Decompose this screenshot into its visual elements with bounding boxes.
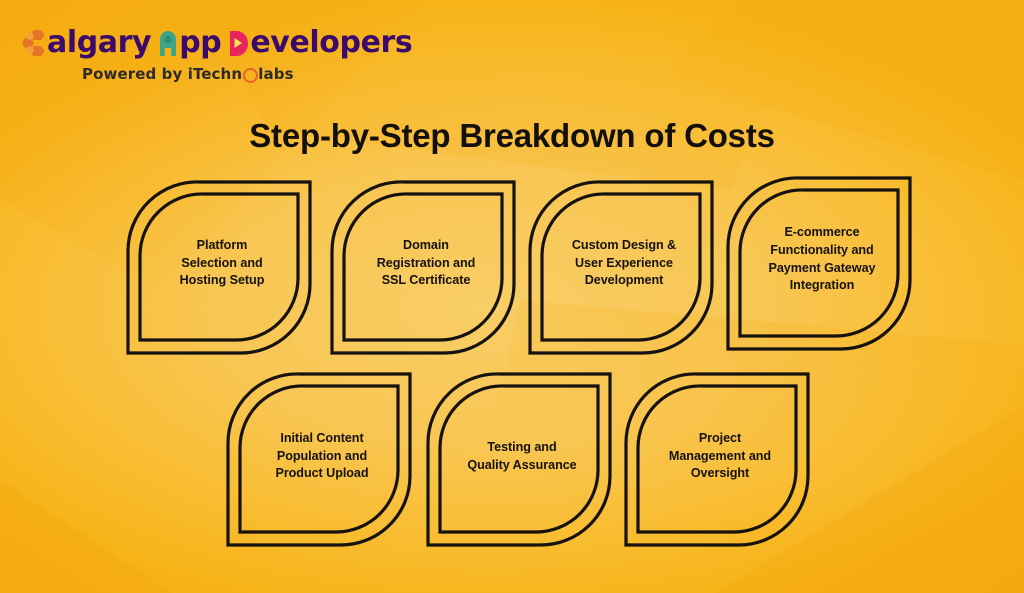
step-card[interactable]: Domain Registration and SSL Certificate <box>330 180 516 355</box>
hexagon-c-icon <box>20 29 46 57</box>
play-d-icon <box>228 30 250 56</box>
step-card[interactable]: Testing and Quality Assurance <box>426 372 612 547</box>
brand-logo: algary pp evelopers Powered by iTechn la… <box>20 25 413 83</box>
logo-wordmark: algary pp evelopers <box>20 25 413 60</box>
step-label: Testing and Quality Assurance <box>467 439 577 472</box>
step-label: Project Management and Oversight <box>668 430 772 481</box>
logo-word-developers: evelopers <box>250 25 413 60</box>
step-card[interactable]: E-commerce Functionality and Payment Gat… <box>726 176 912 351</box>
step-card[interactable]: Platform Selection and Hosting Setup <box>126 180 312 355</box>
step-label: E-commerce Functionality and Payment Gat… <box>768 224 876 293</box>
step-card[interactable]: Project Management and Oversight <box>624 372 810 547</box>
step-label: Custom Design & User Experience Developm… <box>571 237 677 288</box>
green-a-icon <box>157 30 179 56</box>
page-title: Step-by-Step Breakdown of Costs <box>249 117 775 154</box>
step-card[interactable]: Initial Content Population and Product U… <box>226 372 412 547</box>
logo-tagline: Powered by iTechn labs <box>82 65 360 83</box>
step-label: Initial Content Population and Product U… <box>275 430 369 481</box>
step-card[interactable]: Custom Design & User Experience Developm… <box>528 180 714 355</box>
logo-word-app: pp <box>179 25 222 60</box>
logo-word-calgary: algary <box>47 25 152 60</box>
orange-o-icon <box>242 67 258 83</box>
tagline-prefix: Powered by iTechn <box>82 65 243 83</box>
tagline-suffix: labs <box>258 65 294 83</box>
step-label: Domain Registration and SSL Certificate <box>376 237 476 288</box>
step-label: Platform Selection and Hosting Setup <box>179 237 265 288</box>
